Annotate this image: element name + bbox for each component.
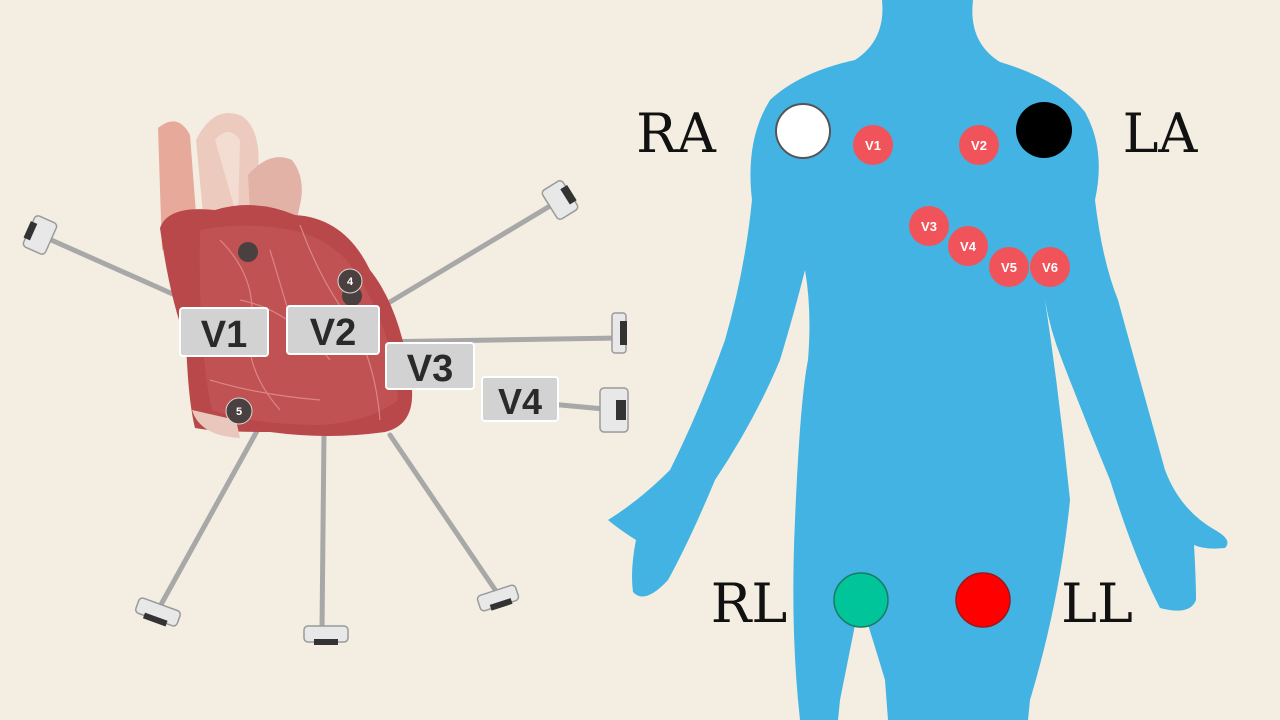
rod-lower-left: [155, 419, 265, 613]
electrode-cap: [599, 387, 629, 433]
rod-lower-right: [387, 432, 503, 600]
chest-electrode-v2: V2: [959, 125, 999, 165]
rod-upper-right: [377, 197, 563, 311]
chest-electrode-v6: V6: [1030, 247, 1070, 287]
ll-electrode: [955, 572, 1011, 628]
marker-number: 4: [347, 276, 354, 288]
ra-label: RA: [636, 102, 717, 165]
marker-4: 4: [337, 268, 363, 294]
plate-label: V1: [201, 314, 247, 356]
electrode-cap: [22, 215, 58, 255]
plate-label: V4: [498, 381, 542, 422]
electrode-rods: [37, 197, 623, 633]
heart-model: 4 5 V1 V2 V3 V4: [22, 113, 629, 645]
chest-electrode-label: V6: [1042, 260, 1058, 275]
chest-electrode-label: V2: [971, 138, 987, 153]
marker-bead: [238, 242, 258, 262]
chest-electrode-label: V5: [1001, 260, 1017, 275]
electrode-cap: [476, 584, 520, 612]
ra-electrode: [775, 103, 831, 159]
chest-electrode-v4: V4: [948, 226, 988, 266]
plate-v2: V2: [286, 305, 380, 355]
body-diagram: RA LA RL LL V1 V2 V3 V4 V5 V6: [608, 0, 1228, 720]
rl-label: RL: [711, 572, 788, 635]
electrode-caps: [22, 179, 629, 645]
chest-electrode-v5: V5: [989, 247, 1029, 287]
chest-electrode-label: V4: [960, 239, 977, 254]
rod-lower-middle: [319, 429, 327, 633]
electrode-cap: [134, 597, 182, 627]
body-silhouette: [608, 0, 1228, 720]
ll-label: LL: [1061, 572, 1133, 635]
marker-number: 5: [236, 406, 242, 418]
lead-plates: V1 V2 V3 V4: [179, 305, 559, 422]
chest-electrode-label: V1: [865, 138, 881, 153]
la-electrode: [1016, 102, 1072, 158]
electrode-cap: [611, 312, 627, 354]
plate-v4: V4: [481, 376, 559, 422]
chest-electrode-label: V3: [921, 219, 937, 234]
heart-markers: 4 5: [225, 242, 363, 425]
chest-electrode-v3: V3: [909, 206, 949, 246]
electrode-cap: [541, 179, 579, 221]
plate-v1: V1: [179, 307, 269, 357]
chest-electrode-v1: V1: [853, 125, 893, 165]
plate-v3: V3: [385, 342, 475, 390]
rod-right: [367, 335, 623, 345]
plate-label: V2: [310, 312, 356, 354]
marker-5: 5: [225, 397, 253, 425]
rod-upper-left: [37, 232, 178, 298]
rl-electrode: [833, 572, 889, 628]
la-label: LA: [1123, 102, 1199, 165]
electrode-cap: [303, 625, 349, 645]
plate-label: V3: [407, 348, 453, 390]
